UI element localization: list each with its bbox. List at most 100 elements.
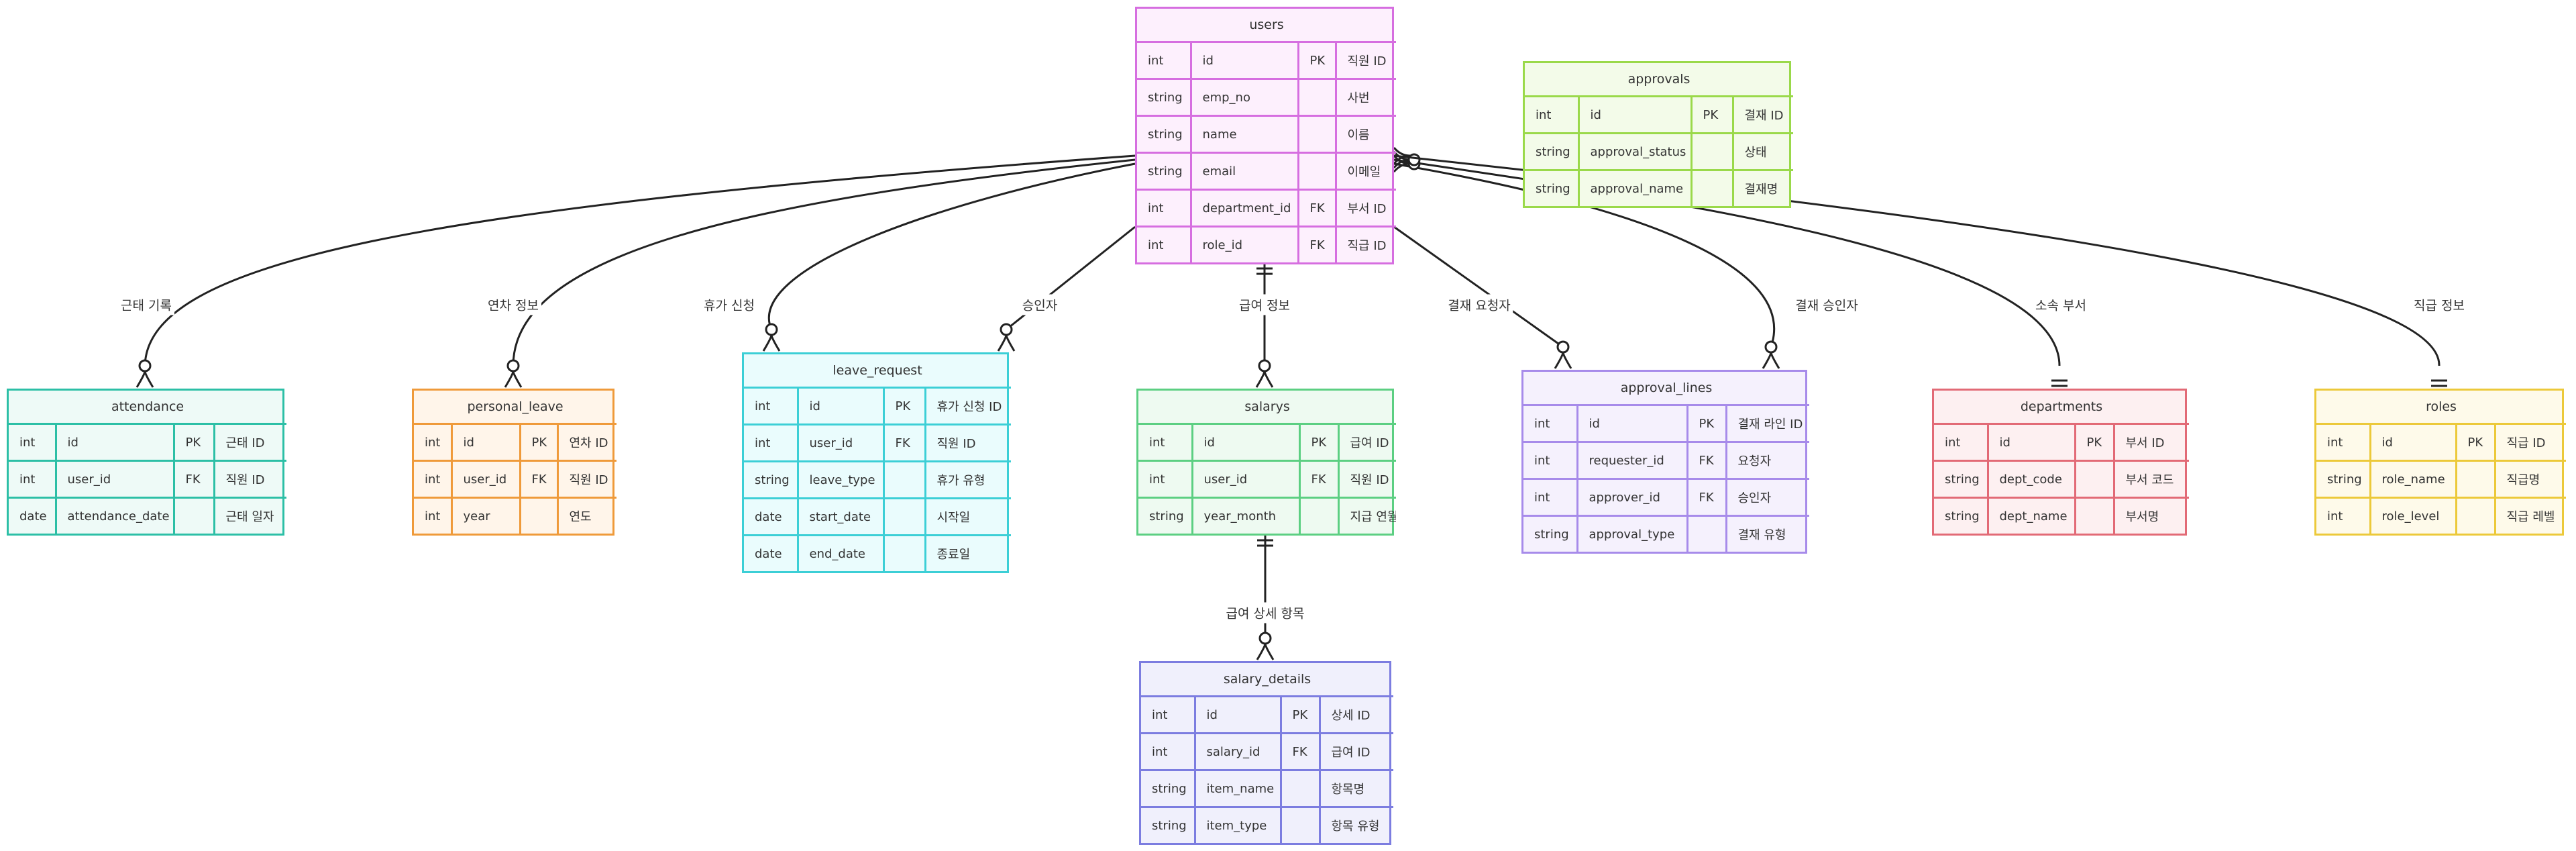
relationship-label: 결재 승인자 (1792, 294, 1861, 315)
relationship-users-leave-request (762, 156, 1150, 352)
field-type: int (1934, 423, 1988, 461)
field-comment: 휴가 유형 (924, 460, 1012, 499)
field-key (1686, 515, 1726, 552)
field-key: PK (1298, 423, 1338, 461)
field-type: date (744, 534, 798, 571)
field-key: FK (1297, 226, 1336, 262)
field-name: approver_id (1576, 478, 1687, 516)
field-comment: 부서명 (2112, 497, 2189, 534)
field-comment: 직원 ID (1337, 460, 1397, 498)
field-comment: 종료일 (924, 534, 1012, 571)
field-key (1297, 115, 1336, 153)
field-key (882, 460, 925, 499)
field-comment: 지급 연월 (1337, 497, 1397, 534)
field-type: string (1137, 115, 1191, 153)
field-key: PK (1297, 41, 1336, 79)
field-key (1298, 497, 1338, 534)
field-key (1297, 152, 1336, 190)
field-comment: 직원 ID (924, 423, 1012, 462)
field-name: leave_type (796, 460, 883, 499)
field-name: user_id (796, 423, 883, 462)
relationship-label: 연차 정보 (485, 294, 541, 315)
entity-name: roles (2426, 399, 2457, 414)
field-key: PK (882, 387, 925, 425)
field-type: int (1137, 226, 1191, 262)
relationship-users-leave-request (997, 219, 1150, 352)
field-key (2455, 460, 2495, 498)
field-name: id (796, 387, 883, 425)
field-comment: 결재 라인 ID (1725, 404, 1810, 442)
field-name: id (1189, 41, 1298, 79)
field-comment: 승인자 (1725, 478, 1810, 516)
field-comment: 급여 ID (1337, 423, 1397, 461)
field-type: int (2316, 423, 2370, 461)
field-comment: 결재명 (1731, 169, 1794, 206)
relationship-salarys-salary-details (1256, 532, 1275, 660)
field-name: attendance_date (54, 497, 174, 534)
field-key (2074, 460, 2114, 498)
field-comment: 이메일 (1334, 152, 1397, 190)
field-key (882, 534, 925, 571)
field-name: year (450, 497, 520, 534)
field-name: user_id (1191, 460, 1299, 498)
field-type: int (744, 423, 798, 462)
field-key: FK (1686, 478, 1726, 516)
relationship-label: 급여 상세 항목 (1223, 602, 1307, 623)
field-comment: 휴가 신청 ID (924, 387, 1012, 425)
field-type: int (1137, 189, 1191, 227)
field-type: int (414, 423, 451, 461)
field-key: FK (1297, 189, 1336, 227)
field-comment: 근태 일자 (213, 497, 287, 534)
entity-name: salary_details (1223, 672, 1311, 687)
field-key (1297, 78, 1336, 116)
field-key (1690, 132, 1733, 170)
field-type: int (2316, 497, 2370, 534)
field-name: item_type (1193, 806, 1281, 843)
field-type: int (1523, 441, 1577, 479)
field-name: requester_id (1576, 441, 1687, 479)
field-name: id (1193, 695, 1281, 734)
field-name: id (1986, 423, 2075, 461)
field-comment: 직급 ID (2493, 423, 2567, 461)
entity-name: departments (2020, 399, 2103, 414)
field-type: int (414, 460, 451, 498)
field-comment: 결재 유형 (1725, 515, 1810, 552)
field-type: int (1525, 95, 1578, 134)
field-name: role_id (1189, 226, 1298, 262)
field-comment: 연차 ID (556, 423, 617, 461)
field-name: role_level (2369, 497, 2456, 534)
relationship-users-approval-lines (1379, 219, 1572, 369)
field-comment: 직급 레벨 (2493, 497, 2567, 534)
field-comment: 부서 코드 (2112, 460, 2189, 498)
field-name: id (54, 423, 174, 461)
field-comment: 결재 ID (1731, 95, 1794, 134)
relationship-label: 소속 부서 (2033, 294, 2089, 315)
field-name: name (1189, 115, 1298, 153)
field-key: PK (1690, 95, 1733, 134)
field-type: int (1141, 695, 1195, 734)
field-name: role_name (2369, 460, 2456, 498)
field-name: user_id (450, 460, 520, 498)
field-key (1279, 806, 1320, 843)
